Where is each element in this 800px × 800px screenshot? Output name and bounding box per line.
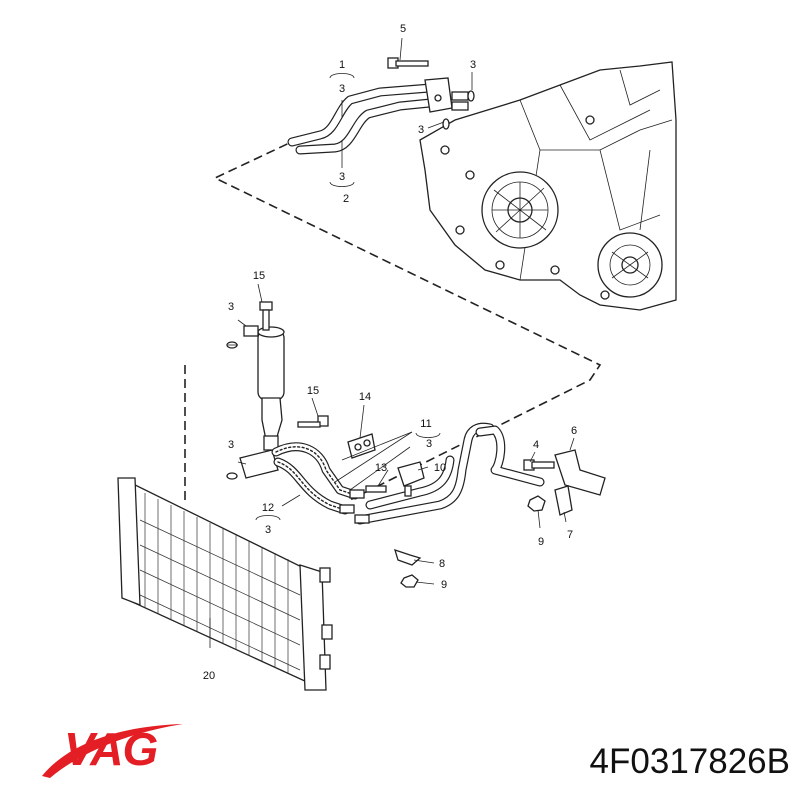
callout-12: 12 [262, 502, 274, 514]
callout-20: 20 [203, 670, 215, 682]
nut-9-lower [400, 574, 419, 588]
leader-lines [209, 37, 575, 648]
callout-13: 13 [375, 462, 387, 474]
callout-10: 10 [434, 462, 446, 474]
filter-housing [226, 301, 285, 441]
bolt-4 [523, 459, 555, 471]
callout-3b: 3 [418, 124, 424, 136]
callout-14: 14 [359, 391, 371, 403]
callout-3d: 3 [228, 439, 234, 451]
bracket-6 [554, 449, 606, 516]
nut-9-right [527, 495, 546, 512]
callout-7: 7 [567, 529, 573, 541]
callout-11-qty: 3 [426, 438, 432, 450]
callout-15a: 15 [253, 270, 265, 282]
upper-cooler-line [287, 77, 469, 155]
bolt-15-lower [297, 415, 329, 428]
clip-8 [394, 548, 422, 566]
seal-rings-3-upper [442, 90, 475, 130]
bolt-5 [387, 57, 429, 69]
callout-15b: 15 [307, 385, 319, 397]
callout-2: 2 [343, 193, 349, 205]
bracket-10 [397, 461, 425, 497]
callout-9-lower: 9 [441, 579, 447, 591]
transmission-housing [419, 61, 677, 311]
callout-11: 11 [420, 418, 431, 430]
callout-2-qty: 3 [339, 171, 345, 183]
callout-3c: 3 [228, 301, 234, 313]
callout-8: 8 [439, 558, 445, 570]
lower-cooler-line [354, 422, 545, 525]
bolt-13 [365, 485, 387, 493]
radiator-20 [117, 477, 333, 691]
clamp-14 [347, 433, 376, 459]
vag-logo-swoosh [42, 724, 183, 778]
dashed-routing-lines [184, 137, 602, 501]
callout-9-right: 9 [538, 536, 544, 548]
callout-1-qty: 3 [339, 83, 345, 95]
callout-1: 1 [339, 59, 345, 71]
callout-labels: 1 3 3 2 5 3 3 15 3 15 14 11 3 3 13 10 12… [203, 23, 577, 682]
junction-block [226, 435, 279, 480]
callout-12-qty: 3 [265, 524, 271, 536]
part-number: 4F0317826B [589, 742, 790, 781]
brand-logo-text: VAG [64, 723, 158, 775]
callout-3a: 3 [470, 59, 476, 71]
braided-hoses [271, 442, 365, 515]
callout-6: 6 [571, 425, 577, 437]
callout-4: 4 [533, 439, 539, 451]
callout-5: 5 [400, 23, 406, 35]
